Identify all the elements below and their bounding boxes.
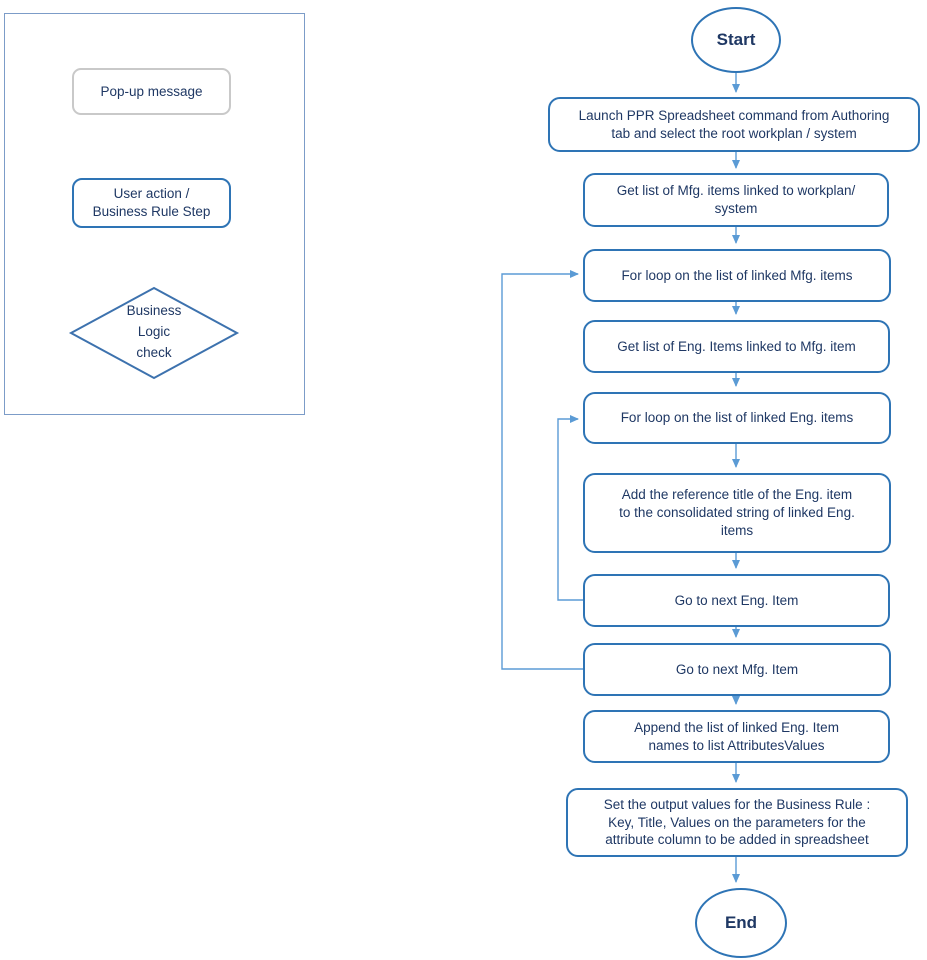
end-label: End	[724, 912, 758, 932]
legend-popup-message-label: Pop-up message	[100, 84, 203, 99]
flow-node-label: For loop on the list of linked Mfg. item…	[621, 267, 853, 283]
flow-node-label: Set the output values for the Business R…	[603, 796, 871, 848]
flow-node-get-mfg-items: Get list of Mfg. items linked to workpla…	[583, 173, 889, 227]
loop-back-mfg	[501, 270, 583, 670]
flow-node-launch-ppr: Launch PPR Spreadsheet command from Auth…	[548, 97, 920, 152]
legend-decision-label: Business Logic check	[126, 303, 182, 360]
loop-back-eng	[557, 415, 583, 601]
flow-node-next-mfg-item: Go to next Mfg. Item	[583, 643, 891, 696]
flow-node-label: Go to next Eng. Item	[674, 592, 799, 608]
flow-node-add-reference-title: Add the reference title of the Eng. item…	[583, 473, 891, 553]
flow-node-append-names: Append the list of linked Eng. Item name…	[583, 710, 890, 763]
flow-node-next-eng-item: Go to next Eng. Item	[583, 574, 890, 627]
flow-node-label: Add the reference title of the Eng. item…	[619, 487, 855, 538]
flow-node-label: Go to next Mfg. Item	[675, 661, 799, 677]
flow-node-label: Launch PPR Spreadsheet command from Auth…	[578, 107, 890, 141]
flow-node-label: Get list of Eng. Items linked to Mfg. it…	[617, 338, 856, 354]
flow-node-label: Get list of Mfg. items linked to workpla…	[616, 183, 856, 216]
flow-node-set-output: Set the output values for the Business R…	[566, 788, 908, 857]
legend-popup-message-box: Pop-up message	[72, 68, 231, 115]
flow-node-for-loop-mfg: For loop on the list of linked Mfg. item…	[583, 249, 891, 302]
legend-user-action-box: User action / Business Rule Step	[72, 178, 231, 228]
decision-diamond-shape	[68, 286, 240, 380]
flow-node-start: Start	[691, 7, 781, 73]
flow-node-get-eng-items: Get list of Eng. Items linked to Mfg. it…	[583, 320, 890, 373]
start-label: Start	[716, 29, 756, 49]
connector-arrows	[501, 73, 740, 883]
legend-panel	[4, 13, 305, 415]
flow-node-label: Append the list of linked Eng. Item name…	[634, 719, 839, 753]
flow-node-end: End	[695, 888, 787, 958]
legend-user-action-label: User action / Business Rule Step	[92, 186, 211, 219]
flow-node-for-loop-eng: For loop on the list of linked Eng. item…	[583, 392, 891, 444]
flow-node-label: For loop on the list of linked Eng. item…	[620, 410, 854, 426]
